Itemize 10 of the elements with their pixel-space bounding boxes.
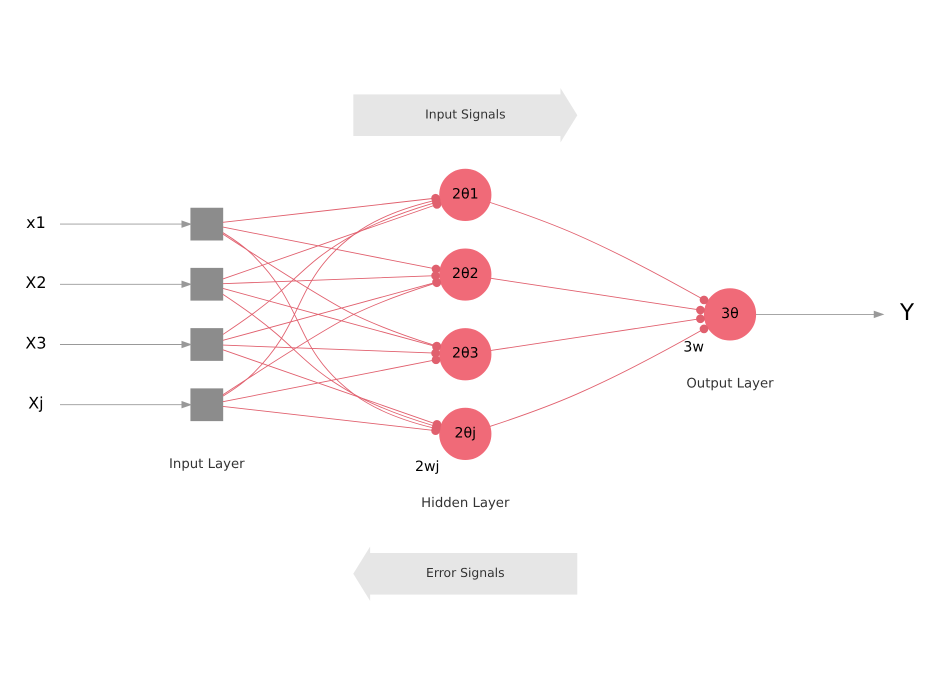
label: Output Layer xyxy=(686,376,774,391)
node-text: Xj xyxy=(28,393,44,412)
label: Hidden Layer xyxy=(421,495,510,510)
node-text: X3 xyxy=(25,332,46,352)
node-label: 3w xyxy=(683,338,704,355)
node-text: Y xyxy=(900,299,914,326)
node-text: X2 xyxy=(25,272,46,292)
node-label: 2wj xyxy=(414,458,440,474)
label: Input Layer xyxy=(169,456,245,472)
node-text: x1 xyxy=(26,212,46,232)
